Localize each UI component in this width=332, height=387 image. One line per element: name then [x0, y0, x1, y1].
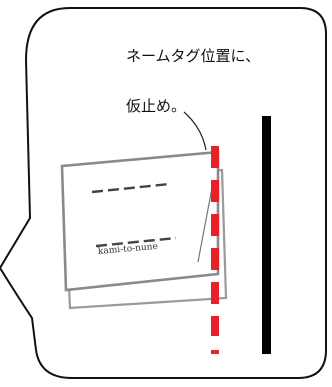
callout-leader-line	[183, 111, 207, 151]
callout-text-line-1: ネームタグ位置に、	[126, 47, 261, 65]
tag-text-placeholder-2	[95, 236, 177, 248]
callout-bubble-outline	[0, 7, 327, 379]
tag-fold-line	[197, 187, 213, 263]
callout-text-line-2: 仮止め。	[126, 97, 187, 115]
tag-text-placeholder-1	[91, 182, 171, 194]
name-tag-front	[60, 150, 220, 292]
garment-edge-line	[262, 116, 271, 354]
basting-stitch-end	[211, 350, 219, 354]
